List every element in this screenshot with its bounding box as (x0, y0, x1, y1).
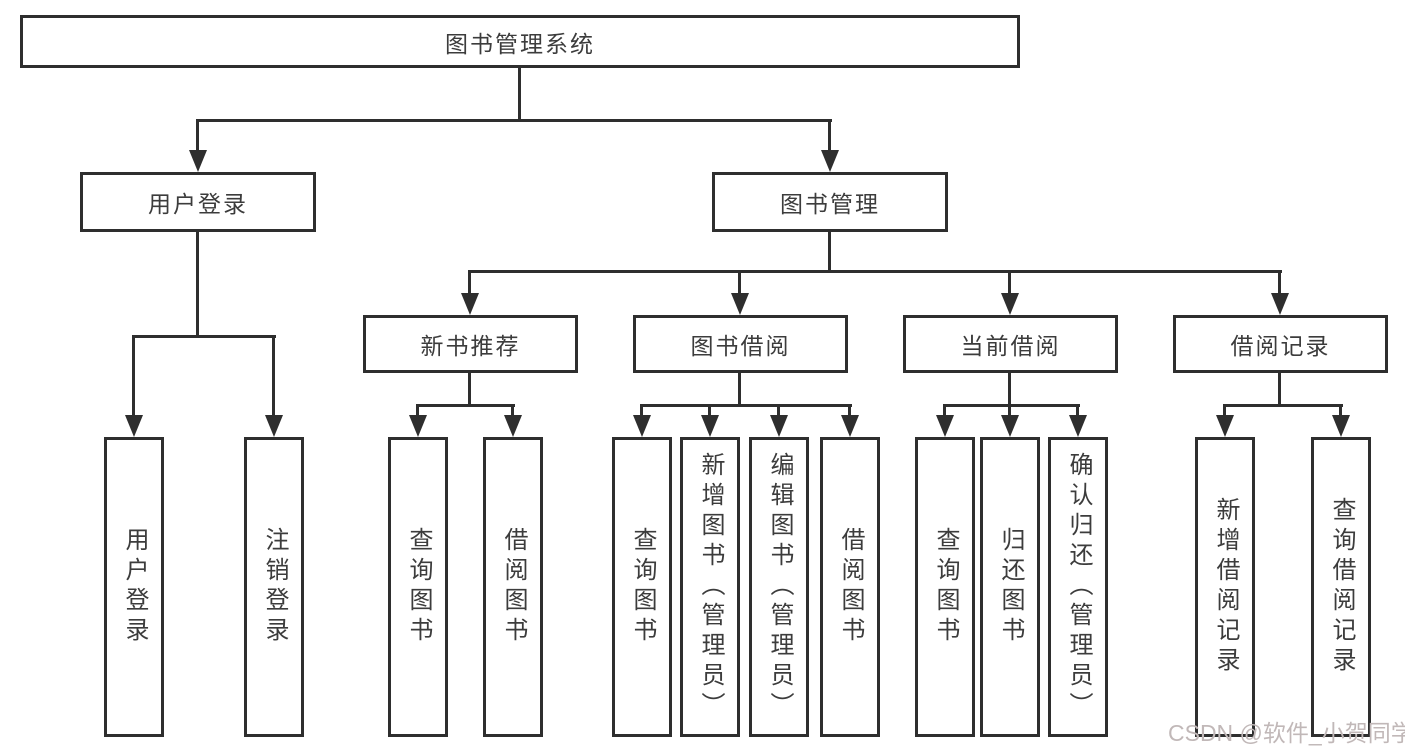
connector-hline (416, 404, 515, 407)
connector-vline (943, 404, 946, 418)
connector-vline (468, 270, 471, 295)
arrow-down-icon (504, 415, 522, 437)
arrow-down-icon (770, 415, 788, 437)
connector-vline (1278, 371, 1281, 407)
connector-hline (640, 404, 852, 407)
arrow-down-icon (1001, 415, 1019, 437)
connector-vline (196, 119, 199, 152)
leaf-user-login: 用户登录 (104, 437, 164, 737)
arrow-down-icon (841, 415, 859, 437)
connector-vline (1076, 404, 1079, 418)
connector-vline (416, 404, 419, 418)
connector-vline (1339, 404, 1342, 418)
leaf-confirm-return-admin: 确认归还（管理员） (1048, 437, 1108, 737)
leaf-return-books: 归还图书 (980, 437, 1040, 737)
connector-vline (468, 371, 471, 407)
connector-vline (1223, 404, 1226, 418)
connector-vline (738, 270, 741, 295)
arrow-down-icon (1332, 415, 1350, 437)
connector-vline (1008, 404, 1011, 418)
leaf-borrow-books: 借阅图书 (820, 437, 880, 737)
connector-hline (132, 335, 276, 338)
arrow-down-icon (633, 415, 651, 437)
connector-hline (196, 119, 832, 122)
leaf-query-borrow-record: 查询借阅记录 (1311, 437, 1371, 737)
leaf-add-borrow-record: 新增借阅记录 (1195, 437, 1255, 737)
connector-vline (738, 371, 741, 407)
leaf-logout: 注销登录 (244, 437, 304, 737)
connector-vline (132, 335, 135, 415)
leaf-query-books-recommend: 查询图书 (388, 437, 448, 737)
leaf-edit-books-admin: 编辑图书（管理员） (749, 437, 809, 737)
arrow-down-icon (936, 415, 954, 437)
leaf-add-books-admin: 新增图书（管理员） (680, 437, 740, 737)
connector-vline (828, 119, 831, 152)
arrow-down-icon (461, 293, 479, 315)
connector-vline (518, 66, 521, 120)
arrow-down-icon (1271, 293, 1289, 315)
arrow-down-icon (731, 293, 749, 315)
arrow-down-icon (1069, 415, 1087, 437)
connector-vline (828, 229, 831, 273)
node-borrow-records: 借阅记录 (1173, 315, 1388, 373)
watermark: CSDN @软件_小贺同学 (1168, 720, 1405, 746)
arrow-down-icon (701, 415, 719, 437)
leaf-borrow-books-recommend: 借阅图书 (483, 437, 543, 737)
connector-hline (468, 270, 1282, 273)
node-book-borrow: 图书借阅 (633, 315, 848, 373)
connector-vline (511, 404, 514, 418)
connector-vline (640, 404, 643, 418)
arrow-down-icon (821, 150, 839, 172)
connector-vline (708, 404, 711, 418)
leaf-query-books-current: 查询图书 (915, 437, 975, 737)
connector-vline (196, 229, 199, 337)
arrow-down-icon (409, 415, 427, 437)
arrow-down-icon (189, 150, 207, 172)
arrow-down-icon (1001, 293, 1019, 315)
node-user-login: 用户登录 (80, 172, 316, 232)
connector-vline (1008, 371, 1011, 407)
connector-vline (1008, 270, 1011, 295)
arrow-down-icon (265, 415, 283, 437)
node-current-borrow: 当前借阅 (903, 315, 1118, 373)
connector-vline (1278, 270, 1281, 295)
connector-hline (1223, 404, 1343, 407)
connector-vline (848, 404, 851, 418)
connector-vline (272, 335, 275, 415)
connector-vline (777, 404, 780, 418)
node-book-management: 图书管理 (712, 172, 948, 232)
node-root: 图书管理系统 (20, 15, 1020, 68)
connector-hline (943, 404, 1080, 407)
leaf-query-books-borrow: 查询图书 (612, 437, 672, 737)
node-new-book-recommend: 新书推荐 (363, 315, 578, 373)
arrow-down-icon (125, 415, 143, 437)
arrow-down-icon (1216, 415, 1234, 437)
